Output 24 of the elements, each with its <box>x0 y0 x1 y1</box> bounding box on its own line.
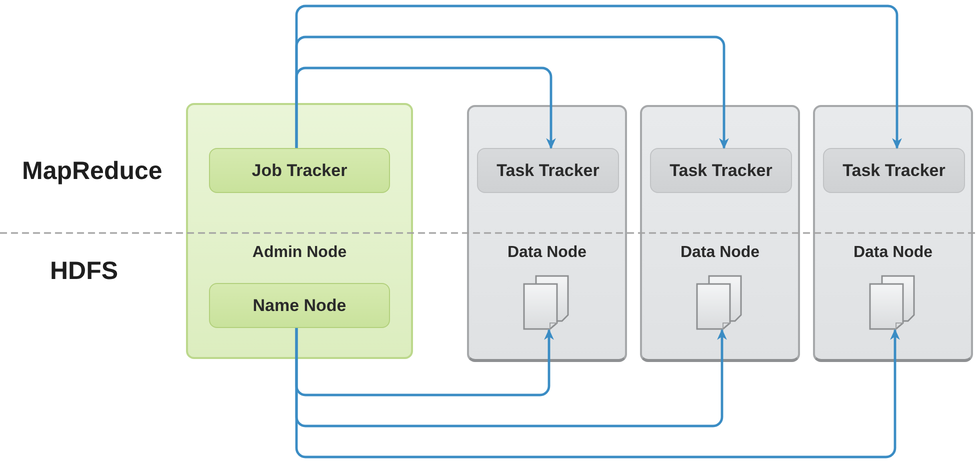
service-box: Task Tracker <box>477 148 619 193</box>
server-panel <box>467 105 627 362</box>
document-stack-icon <box>696 275 742 330</box>
arrow <box>295 328 554 396</box>
server-panel <box>813 105 973 362</box>
document-stack-icon <box>523 275 569 330</box>
service-box: Task Tracker <box>650 148 792 193</box>
arrow <box>295 66 556 150</box>
node-label: Data Node <box>506 244 588 262</box>
service-box: Job Tracker <box>209 148 390 193</box>
node-label: Data Node <box>852 244 934 262</box>
service-box: Task Tracker <box>823 148 965 193</box>
server-panel <box>186 103 413 359</box>
server-panel <box>640 105 800 362</box>
node-label: Admin Node <box>251 244 348 262</box>
node-label: Data Node <box>679 244 761 262</box>
service-box: Name Node <box>209 283 390 328</box>
arrow <box>295 328 727 428</box>
arrow <box>295 4 902 150</box>
layer-label: HDFS <box>50 257 118 286</box>
arrow <box>295 328 900 458</box>
document-stack-icon <box>869 275 915 330</box>
arrow <box>295 36 729 150</box>
layer-label: MapReduce <box>22 157 162 186</box>
